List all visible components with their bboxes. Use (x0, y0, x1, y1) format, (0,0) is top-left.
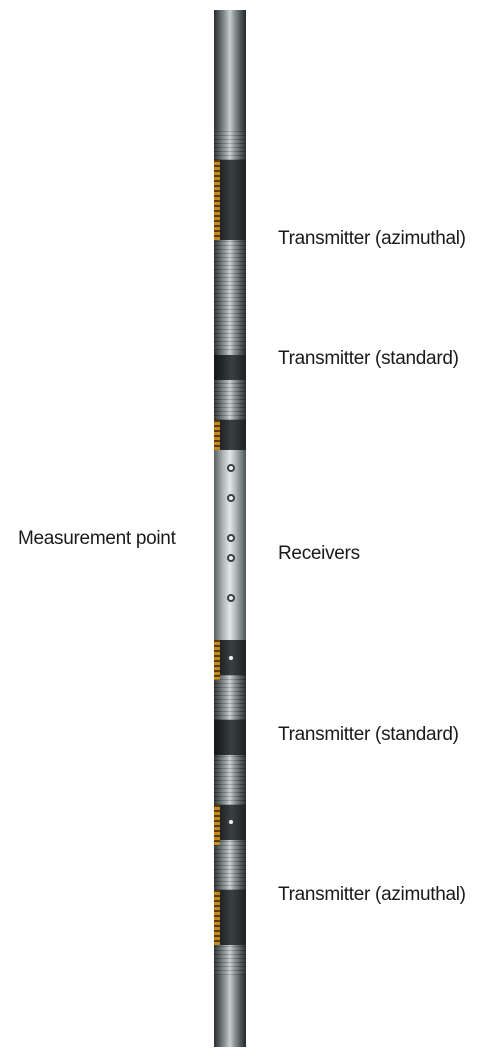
receiver-sensor (227, 534, 235, 542)
logging-tool-drill-collar (214, 10, 246, 1047)
transmitter-standard-bottom-coil (214, 720, 246, 755)
collar-ribbed-band (214, 130, 246, 160)
transmitter-standard-bottom-label: Transmitter (standard) (278, 724, 459, 745)
receiver-sensor (227, 494, 235, 502)
transmitter-azimuthal-top-label: Transmitter (azimuthal) (278, 228, 466, 249)
receiver-sensor (227, 464, 235, 472)
transmitter-standard-top-coil (214, 355, 246, 380)
azimuthal-stripe-top (214, 160, 220, 240)
receivers-section (214, 450, 246, 640)
transmitter-azimuthal-bottom-label: Transmitter (azimuthal) (278, 884, 466, 905)
transmitter-standard-top-label: Transmitter (standard) (278, 348, 459, 369)
collar-ribbed-band (214, 755, 246, 805)
collar-ribbed-band (214, 240, 246, 350)
collar-top-section (214, 10, 246, 130)
measurement-point-label: Measurement point (18, 528, 176, 549)
collar-ribbed-band (214, 675, 246, 720)
collar-ribbed-band (214, 945, 246, 975)
receiver-sensor (227, 594, 235, 602)
azimuthal-stripe-receiver (214, 420, 220, 460)
azimuthal-stripe-bottom (214, 890, 220, 945)
collar-ribbed-band (214, 840, 246, 890)
receiver-sensor (227, 554, 235, 562)
receiver-sensor (227, 654, 235, 662)
azimuthal-stripe-receiver (214, 640, 220, 680)
receivers-label: Receivers (278, 543, 360, 564)
receiver-sensor (227, 818, 235, 826)
collar-ribbed-band (214, 380, 246, 420)
collar-bottom-section (214, 975, 246, 1047)
azimuthal-stripe (214, 805, 220, 845)
